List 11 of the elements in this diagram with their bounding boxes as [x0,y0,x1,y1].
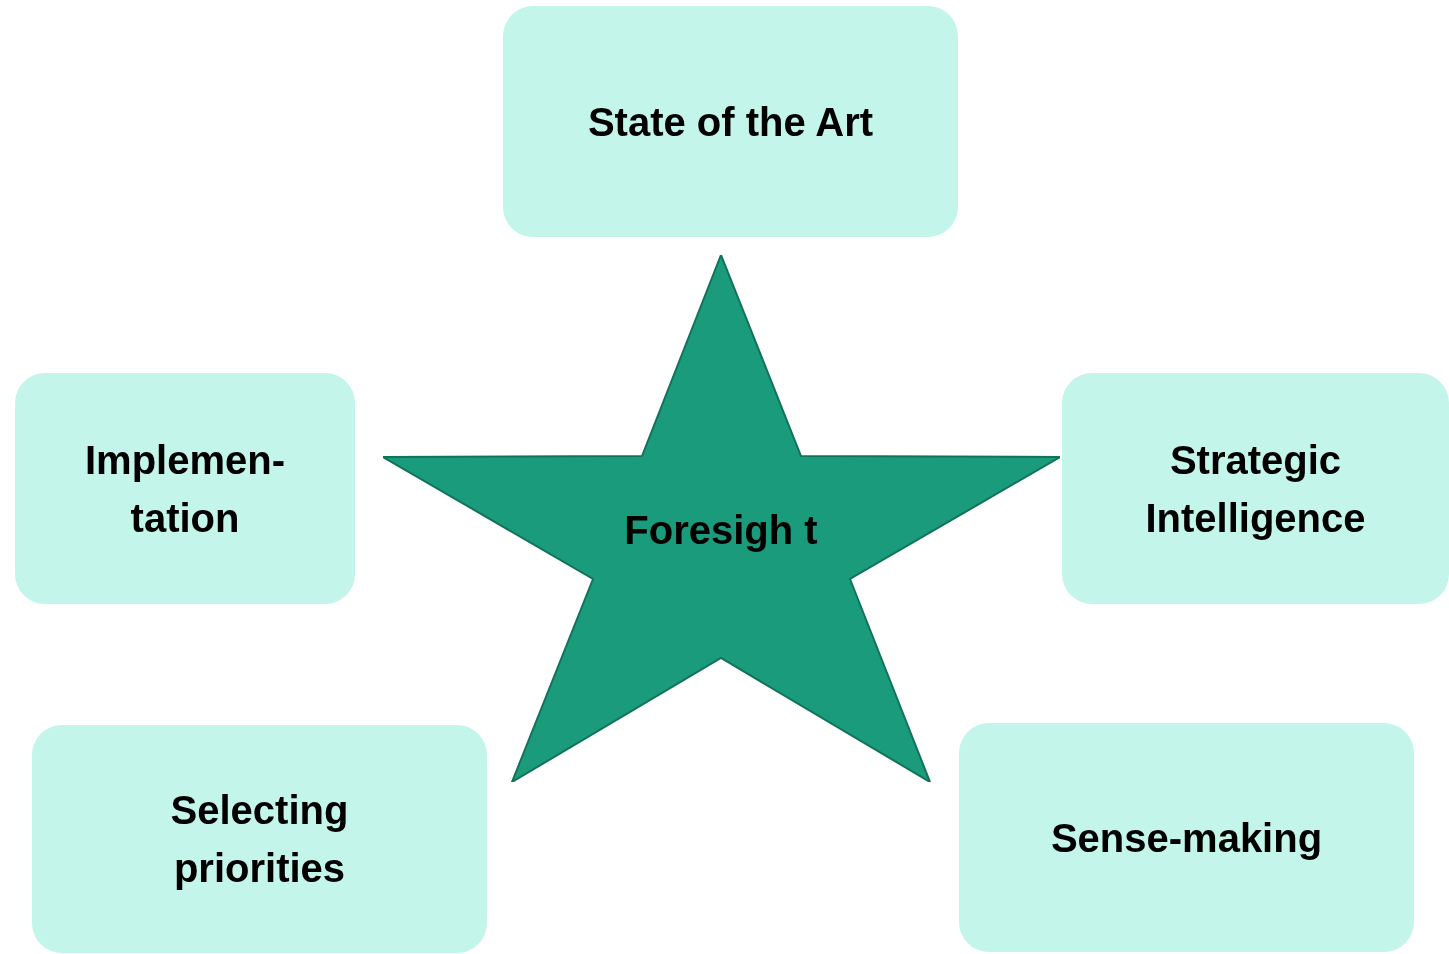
box-label: State of the Art [587,98,874,146]
rounded-box [503,6,958,237]
box-label: Implemen- tation [83,436,286,542]
rounded-box [959,723,1414,952]
rounded-box [15,373,355,604]
rounded-box [32,725,487,953]
box-label: Selecting priorities [169,787,350,892]
box-label: Sense-making [1050,814,1323,862]
star-label: Foresigh t [623,507,819,554]
rounded-box [1062,373,1449,604]
box-label: Strategic Intelligence [1144,436,1367,542]
